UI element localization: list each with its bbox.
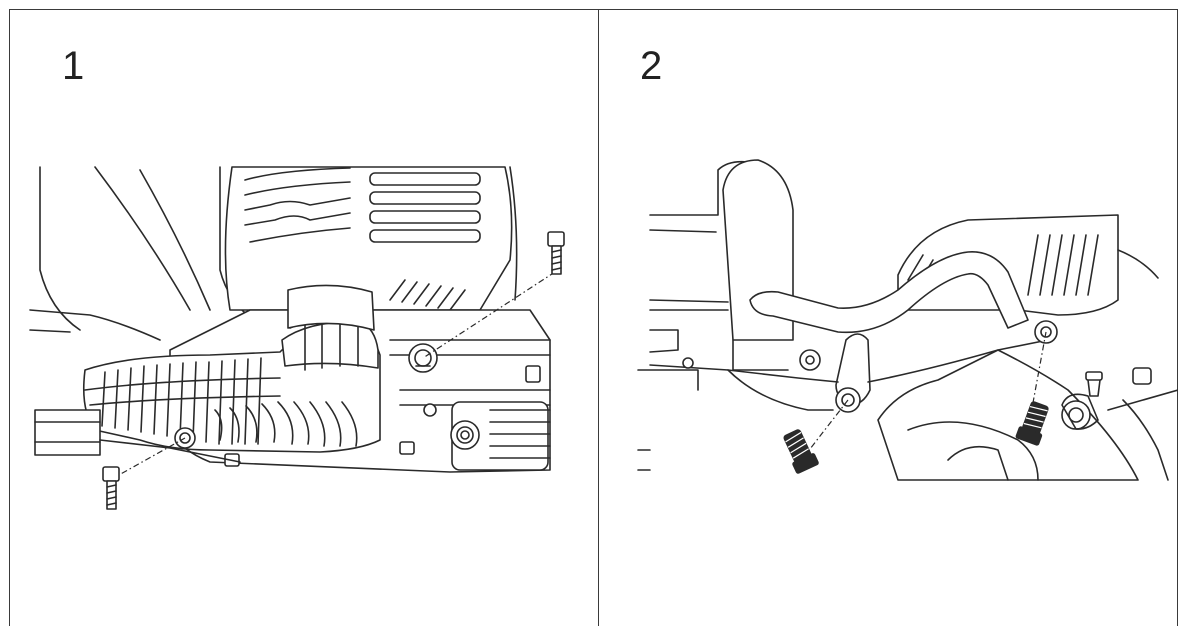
bolt-left xyxy=(783,429,819,474)
exhaust-pipe-bracket-icon xyxy=(637,159,1178,481)
upper-vents xyxy=(244,167,481,311)
step-number-1: 1 xyxy=(62,44,85,88)
bolt-right xyxy=(1015,401,1049,446)
bolt-lower xyxy=(102,466,120,510)
panel-step-2: 2 xyxy=(598,10,1178,626)
shield-ribs xyxy=(101,357,358,447)
bolt-upper xyxy=(547,231,565,275)
step-number-2: 2 xyxy=(640,44,663,88)
panel-step-1: 1 xyxy=(10,10,599,626)
diagram-frame: 1 xyxy=(9,9,1178,626)
exhaust-heat-shield-icon xyxy=(29,166,565,510)
